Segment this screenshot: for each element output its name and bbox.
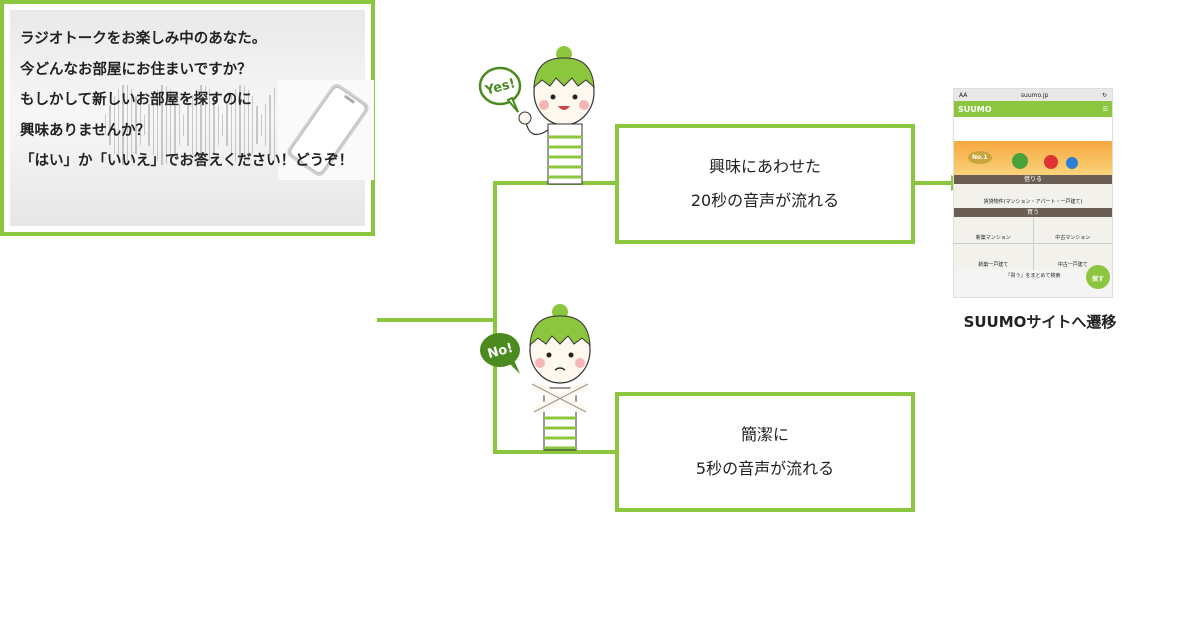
prompt-line: もしかして新しいお部屋を探すのに (20, 92, 252, 108)
no-result-box: 簡潔に 5秒の音声が流れる (615, 392, 915, 512)
site-item[interactable]: 中古マンション (1033, 217, 1112, 243)
smartphone-icon (278, 80, 374, 180)
section-rent: 借りる (954, 175, 1112, 184)
search-all-buy[interactable]: 「買う」をまとめて検索 (1005, 273, 1061, 279)
connector-no (493, 450, 619, 454)
connector-to-site (915, 181, 953, 185)
section-buy: 買う (954, 208, 1112, 217)
prompt-line: 今どんなお部屋にお住まいですか？ (20, 61, 252, 78)
aa-label: AA (959, 91, 968, 99)
yes-result-line: 20秒の音声が流れる (690, 191, 840, 210)
site-caption: SUUMOサイトへ遷移 (963, 313, 1117, 331)
yes-result-line: 興味にあわせた (708, 157, 821, 176)
girl-no-illustration: No! (480, 304, 591, 451)
site-item[interactable]: 新築マンション (954, 217, 1033, 243)
girl-yes-illustration: Yes! (478, 46, 595, 185)
rent-item-label: 賃貸物件(マンション・アパート・一戸建て) (983, 199, 1083, 205)
suumo-site-screenshot: AA suumo.jp ↻ SUUMO ☰ No.1 借りる 賃貸物件(マンショ… (953, 88, 1113, 298)
sound-wave-icon (105, 80, 276, 170)
no-result-line: 5秒の音声が流れる (695, 459, 835, 478)
rent-item[interactable]: 賃貸物件(マンション・アパート・一戸建て) (954, 184, 1112, 208)
connector-vertical (493, 181, 497, 454)
search-fab[interactable]: 探す (1086, 265, 1110, 289)
no-bubble-text: No! (486, 341, 515, 362)
yes-result-box: 興味にあわせた 20秒の音声が流れる (615, 124, 915, 244)
connector-main (377, 318, 497, 322)
banner: No.1 (954, 141, 1112, 175)
no-result-line: 簡潔に (740, 425, 789, 444)
radio-talk-prompt-box: ラジオトークをお楽しみ中のあなた。 今どんなお部屋にお住まいですか？ もしかして… (0, 0, 375, 236)
banner-badge: No.1 (968, 151, 992, 164)
prompt-line: ラジオトークをお楽しみ中のあなた。 (20, 31, 267, 47)
prompt-line: 興味ありませんか？ (20, 122, 151, 139)
url-bar: suumo.jp (1020, 91, 1049, 99)
site-item[interactable]: 新築一戸建て (954, 244, 1033, 270)
suumo-logo: SUUMO (958, 104, 992, 114)
prompt-line: 「はい」か「いいえ」でお答えください！どうぞ！ (20, 153, 354, 169)
menu-icon: ☰ (1102, 105, 1108, 113)
reload-icon: ↻ (1101, 91, 1107, 99)
